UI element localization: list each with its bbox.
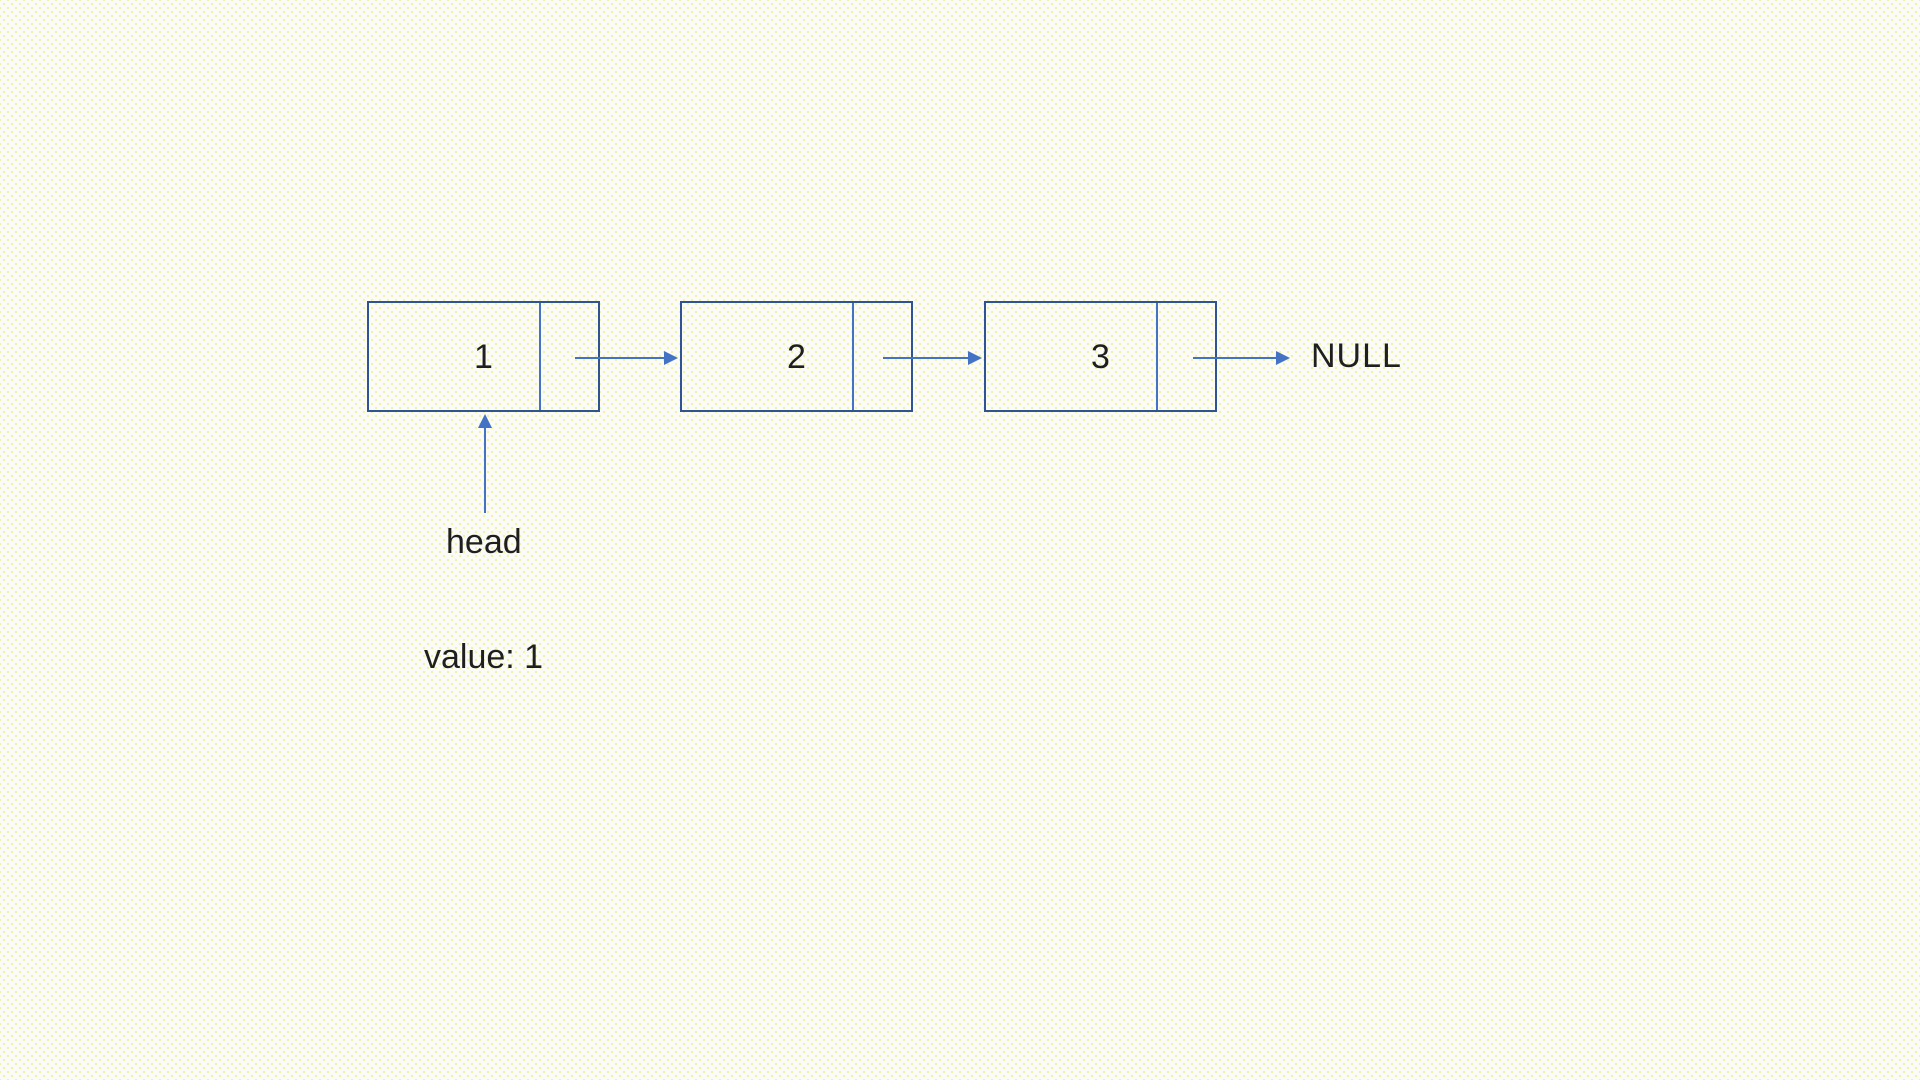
next-pointer-arrow-1 (575, 351, 678, 365)
arrow-line (575, 357, 664, 359)
head-label: head (446, 523, 522, 561)
arrow-line (484, 428, 486, 513)
arrow-head-icon (664, 351, 678, 365)
arrow-line (1193, 357, 1276, 359)
linked-list-node-3: 3 (984, 301, 1217, 412)
null-terminator-label: NULL (1311, 336, 1402, 375)
next-pointer-arrow-3 (1193, 351, 1290, 365)
arrow-head-icon (968, 351, 982, 365)
value-annotation-label: value: 1 (424, 638, 544, 676)
node-pointer-divider (539, 303, 541, 410)
node-value: 2 (787, 337, 806, 376)
node-pointer-divider (1156, 303, 1158, 410)
arrow-head-icon (1276, 351, 1290, 365)
linked-list-node-2: 2 (680, 301, 913, 412)
arrow-head-up-icon (478, 414, 492, 428)
head-pointer-arrow (478, 414, 492, 513)
next-pointer-arrow-2 (883, 351, 982, 365)
node-pointer-divider (852, 303, 854, 410)
arrow-line (883, 357, 968, 359)
node-value: 1 (474, 337, 493, 376)
node-value: 3 (1091, 337, 1110, 376)
linked-list-node-1: 1 (367, 301, 600, 412)
